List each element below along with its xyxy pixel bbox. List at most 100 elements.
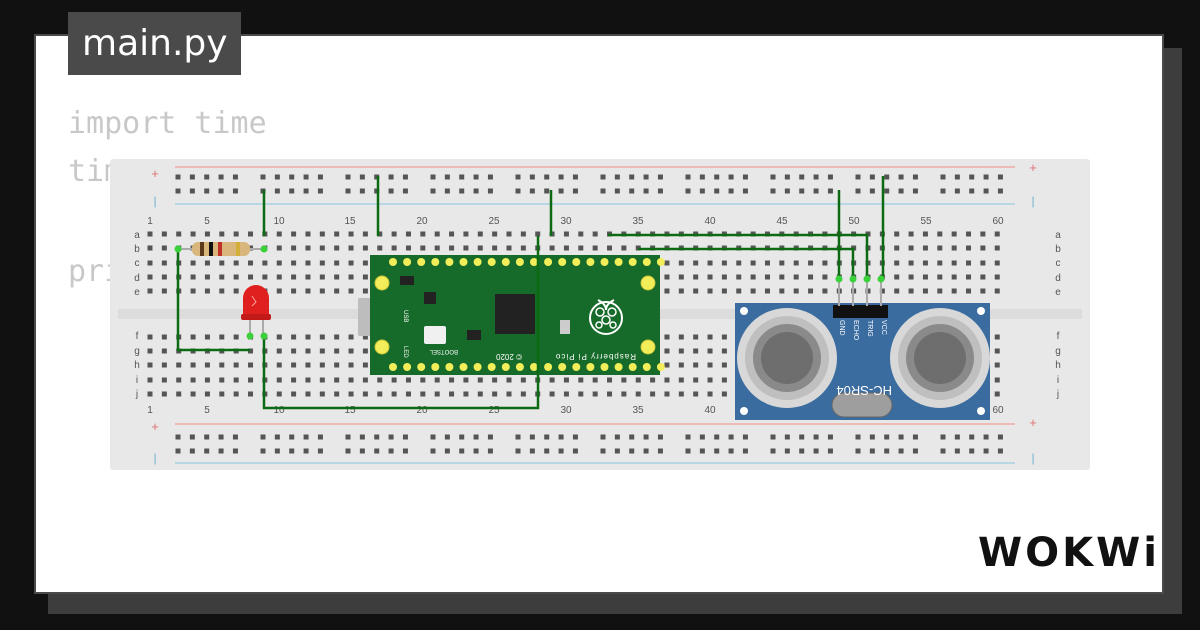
breadboard-hole[interactable] xyxy=(473,448,479,454)
pico-pin[interactable] xyxy=(572,363,581,371)
breadboard-hole[interactable] xyxy=(248,362,254,368)
breadboard-hole[interactable] xyxy=(374,434,380,440)
breadboard-hole[interactable] xyxy=(563,391,569,397)
breadboard-hole[interactable] xyxy=(912,434,918,440)
breadboard-hole[interactable] xyxy=(951,260,957,266)
breadboard-hole[interactable] xyxy=(563,377,569,383)
breadboard-hole[interactable] xyxy=(614,174,620,180)
breadboard-hole[interactable] xyxy=(600,434,606,440)
breadboard-hole[interactable] xyxy=(592,245,598,251)
breadboard-hole[interactable] xyxy=(161,260,167,266)
breadboard-hole[interactable] xyxy=(912,188,918,194)
breadboard-hole[interactable] xyxy=(736,288,742,294)
breadboard-hole[interactable] xyxy=(994,377,1000,383)
breadboard-hole[interactable] xyxy=(728,174,734,180)
breadboard-hole[interactable] xyxy=(161,377,167,383)
breadboard-hole[interactable] xyxy=(362,377,368,383)
breadboard-hole[interactable] xyxy=(420,377,426,383)
breadboard-hole[interactable] xyxy=(305,348,311,354)
breadboard-hole[interactable] xyxy=(204,334,210,340)
breadboard-hole[interactable] xyxy=(629,174,635,180)
pico-pin[interactable] xyxy=(586,363,595,371)
breadboard-hole[interactable] xyxy=(678,348,684,354)
breadboard-hole[interactable] xyxy=(334,377,340,383)
breadboard-hole[interactable] xyxy=(764,288,770,294)
breadboard-hole[interactable] xyxy=(189,448,195,454)
breadboard-hole[interactable] xyxy=(473,188,479,194)
breadboard-hole[interactable] xyxy=(572,434,578,440)
breadboard-hole[interactable] xyxy=(714,174,720,180)
breadboard-hole[interactable] xyxy=(362,231,368,237)
breadboard-hole[interactable] xyxy=(728,188,734,194)
breadboard-hole[interactable] xyxy=(334,231,340,237)
breadboard-hole[interactable] xyxy=(607,245,613,251)
breadboard-hole[interactable] xyxy=(544,448,550,454)
breadboard-hole[interactable] xyxy=(334,348,340,354)
breadboard-hole[interactable] xyxy=(248,391,254,397)
breadboard-hole[interactable] xyxy=(983,448,989,454)
breadboard-hole[interactable] xyxy=(204,274,210,280)
breadboard-hole[interactable] xyxy=(305,391,311,397)
breadboard-hole[interactable] xyxy=(707,377,713,383)
breadboard-hole[interactable] xyxy=(190,391,196,397)
breadboard-hole[interactable] xyxy=(937,231,943,237)
pico-pin[interactable] xyxy=(501,363,510,371)
wire-trig[interactable] xyxy=(608,233,869,278)
breadboard-hole[interactable] xyxy=(233,260,239,266)
breadboard-hole[interactable] xyxy=(578,245,584,251)
breadboard-hole[interactable] xyxy=(549,391,555,397)
breadboard-hole[interactable] xyxy=(678,274,684,280)
breadboard-hole[interactable] xyxy=(362,391,368,397)
breadboard-hole[interactable] xyxy=(262,274,268,280)
breadboard-hole[interactable] xyxy=(922,288,928,294)
breadboard-hole[interactable] xyxy=(274,174,280,180)
breadboard-hole[interactable] xyxy=(359,174,365,180)
breadboard-hole[interactable] xyxy=(808,274,814,280)
pico-pin[interactable] xyxy=(628,363,637,371)
breadboard-hole[interactable] xyxy=(951,245,957,251)
pico-pin[interactable] xyxy=(473,258,482,266)
breadboard-hole[interactable] xyxy=(345,174,351,180)
breadboard-hole[interactable] xyxy=(434,231,440,237)
breadboard-hole[interactable] xyxy=(233,231,239,237)
breadboard-hole[interactable] xyxy=(699,448,705,454)
breadboard-hole[interactable] xyxy=(650,377,656,383)
breadboard-hole[interactable] xyxy=(770,188,776,194)
breadboard-hole[interactable] xyxy=(377,377,383,383)
pico-pin[interactable] xyxy=(459,363,468,371)
breadboard-hole[interactable] xyxy=(529,434,535,440)
breadboard-hole[interactable] xyxy=(664,348,670,354)
pico-pin[interactable] xyxy=(642,363,651,371)
breadboard-hole[interactable] xyxy=(463,377,469,383)
breadboard-hole[interactable] xyxy=(204,260,210,266)
breadboard-hole[interactable] xyxy=(994,231,1000,237)
breadboard-hole[interactable] xyxy=(334,260,340,266)
breadboard-hole[interactable] xyxy=(894,260,900,266)
breadboard-hole[interactable] xyxy=(563,231,569,237)
breadboard-hole[interactable] xyxy=(374,188,380,194)
breadboard-hole[interactable] xyxy=(822,288,828,294)
breadboard-hole[interactable] xyxy=(937,245,943,251)
breadboard-hole[interactable] xyxy=(276,391,282,397)
breadboard-hole[interactable] xyxy=(147,334,153,340)
breadboard-hole[interactable] xyxy=(204,448,210,454)
breadboard-hole[interactable] xyxy=(334,334,340,340)
pico-pin[interactable] xyxy=(614,258,623,266)
breadboard-hole[interactable] xyxy=(219,274,225,280)
breadboard-hole[interactable] xyxy=(459,448,465,454)
pico-pin[interactable] xyxy=(389,363,397,371)
breadboard-hole[interactable] xyxy=(558,188,564,194)
breadboard-hole[interactable] xyxy=(515,174,521,180)
breadboard-hole[interactable] xyxy=(204,362,210,368)
breadboard-hole[interactable] xyxy=(492,245,498,251)
breadboard-hole[interactable] xyxy=(898,188,904,194)
breadboard-hole[interactable] xyxy=(908,274,914,280)
breadboard-hole[interactable] xyxy=(374,448,380,454)
breadboard-hole[interactable] xyxy=(607,391,613,397)
breadboard-hole[interactable] xyxy=(334,245,340,251)
breadboard-hole[interactable] xyxy=(218,448,224,454)
breadboard-hole[interactable] xyxy=(643,174,649,180)
breadboard-hole[interactable] xyxy=(721,260,727,266)
pico-pin[interactable] xyxy=(558,363,567,371)
breadboard-hole[interactable] xyxy=(473,434,479,440)
